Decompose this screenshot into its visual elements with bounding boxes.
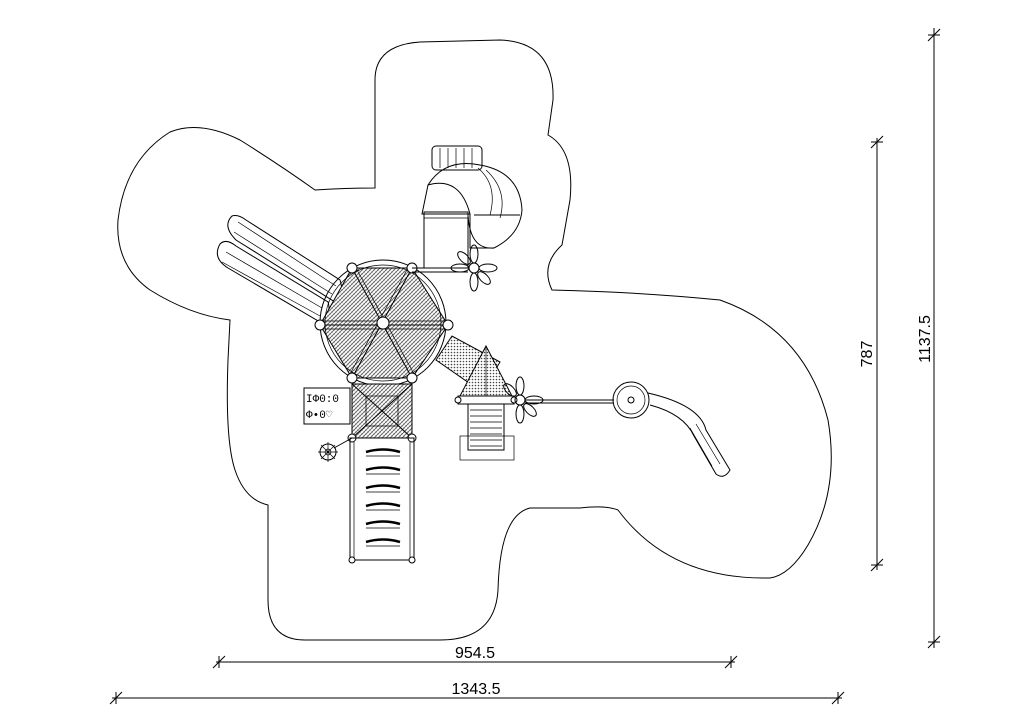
hexagon-tower bbox=[314, 259, 454, 387]
game-panel: IΦ0:0 Φ•0♡ bbox=[303, 387, 351, 425]
svg-text:1137.5: 1137.5 bbox=[917, 315, 934, 363]
safety-zone-outline bbox=[117, 39, 832, 641]
connector-rail bbox=[525, 399, 614, 404]
steering-wheel bbox=[318, 437, 353, 462]
svg-text:954.5: 954.5 bbox=[455, 645, 495, 662]
climbing-ladder bbox=[348, 437, 416, 564]
step-ladder bbox=[459, 403, 515, 461]
svg-text:787: 787 bbox=[859, 341, 876, 368]
tower-connector-bar bbox=[412, 267, 468, 273]
dimension-outer-width: 1343.5 bbox=[109, 681, 845, 705]
dimension-outer-height: 1137.5 bbox=[917, 28, 941, 649]
flower-decoration-right bbox=[503, 376, 544, 424]
double-slide bbox=[216, 215, 343, 323]
svg-text:Φ•0♡: Φ•0♡ bbox=[306, 410, 333, 422]
spiral-tube-slide bbox=[421, 145, 523, 269]
svg-text:IΦ0:0: IΦ0:0 bbox=[306, 394, 339, 406]
curved-slide-right bbox=[647, 392, 731, 477]
dimension-inner-height: 787 bbox=[859, 135, 884, 572]
square-deck bbox=[347, 383, 417, 443]
small-roof-tower bbox=[454, 344, 518, 405]
svg-text:1343.5: 1343.5 bbox=[452, 681, 501, 698]
fire-pole-platform bbox=[612, 381, 650, 419]
dimension-inner-width: 954.5 bbox=[212, 645, 738, 669]
